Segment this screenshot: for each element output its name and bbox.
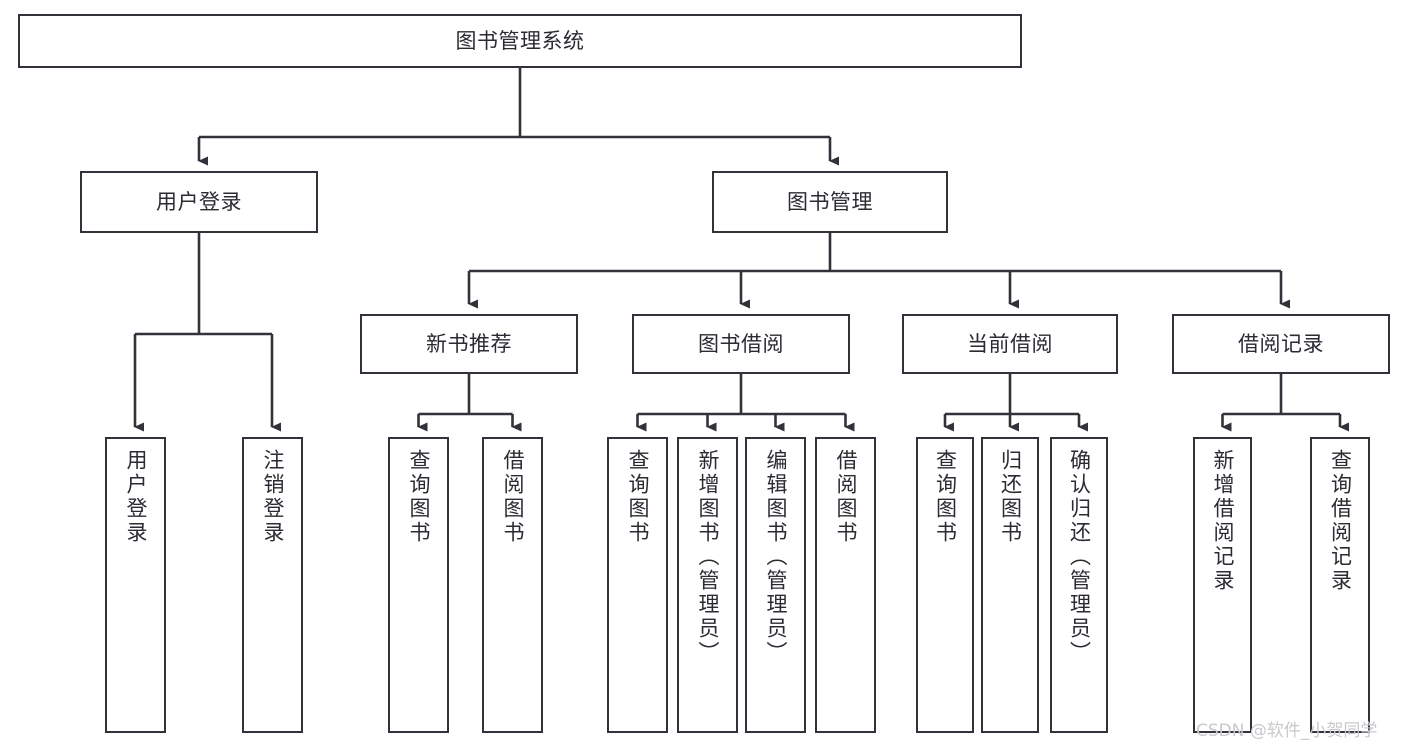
leaf-node[interactable]: 新增借阅记录 [1193,437,1252,733]
node-user-login-branch[interactable]: 用户登录 [80,171,318,233]
node-book-management-branch[interactable]: 图书管理 [712,171,948,233]
node-label: 图书管理 [787,189,873,214]
node-label: 归还图书 [998,449,1023,545]
leaf-node[interactable]: 借阅图书 [482,437,543,733]
node-label: 图书借阅 [698,331,784,356]
node-label: 新书推荐 [426,331,512,356]
leaf-node[interactable]: 查询图书 [607,437,668,733]
node-label: 查询图书 [407,449,431,545]
node-book-borrow[interactable]: 图书借阅 [632,314,850,374]
node-label: 借阅图书 [834,449,858,545]
node-label: 新增图书（管理员） [696,449,720,665]
node-new-book-recommend[interactable]: 新书推荐 [360,314,578,374]
node-label: 查询借阅记录 [1328,449,1353,593]
node-label: 当前借阅 [967,331,1053,356]
leaf-node[interactable]: 查询借阅记录 [1310,437,1370,733]
leaf-node[interactable]: 注销登录 [242,437,303,733]
node-label: 注销登录 [261,449,285,545]
node-label: 借阅记录 [1238,331,1324,356]
node-label: 新增借阅记录 [1211,449,1235,593]
node-borrow-record[interactable]: 借阅记录 [1172,314,1390,374]
node-label: 图书管理系统 [455,28,585,53]
leaf-node[interactable]: 查询图书 [916,437,974,733]
leaf-node[interactable]: 查询图书 [388,437,449,733]
leaf-node[interactable]: 新增图书（管理员） [677,437,738,733]
node-label: 用户登录 [124,449,148,545]
leaf-node[interactable]: 编辑图书（管理员） [745,437,806,733]
node-label: 查询图书 [626,449,650,545]
leaf-node[interactable]: 确认归还（管理员） [1050,437,1108,733]
leaf-node[interactable]: 用户登录 [105,437,166,733]
node-label: 编辑图书（管理员） [764,449,788,665]
node-current-borrow[interactable]: 当前借阅 [902,314,1118,374]
csdn-watermark: CSDN @软件_小贺同学 [1196,721,1378,741]
leaf-node[interactable]: 归还图书 [981,437,1039,733]
leaf-node[interactable]: 借阅图书 [815,437,876,733]
node-label: 查询图书 [933,449,958,545]
node-label: 确认归还（管理员） [1067,449,1092,665]
node-label: 借阅图书 [501,449,525,545]
node-label: 用户登录 [156,189,242,214]
node-root-system[interactable]: 图书管理系统 [18,14,1022,68]
